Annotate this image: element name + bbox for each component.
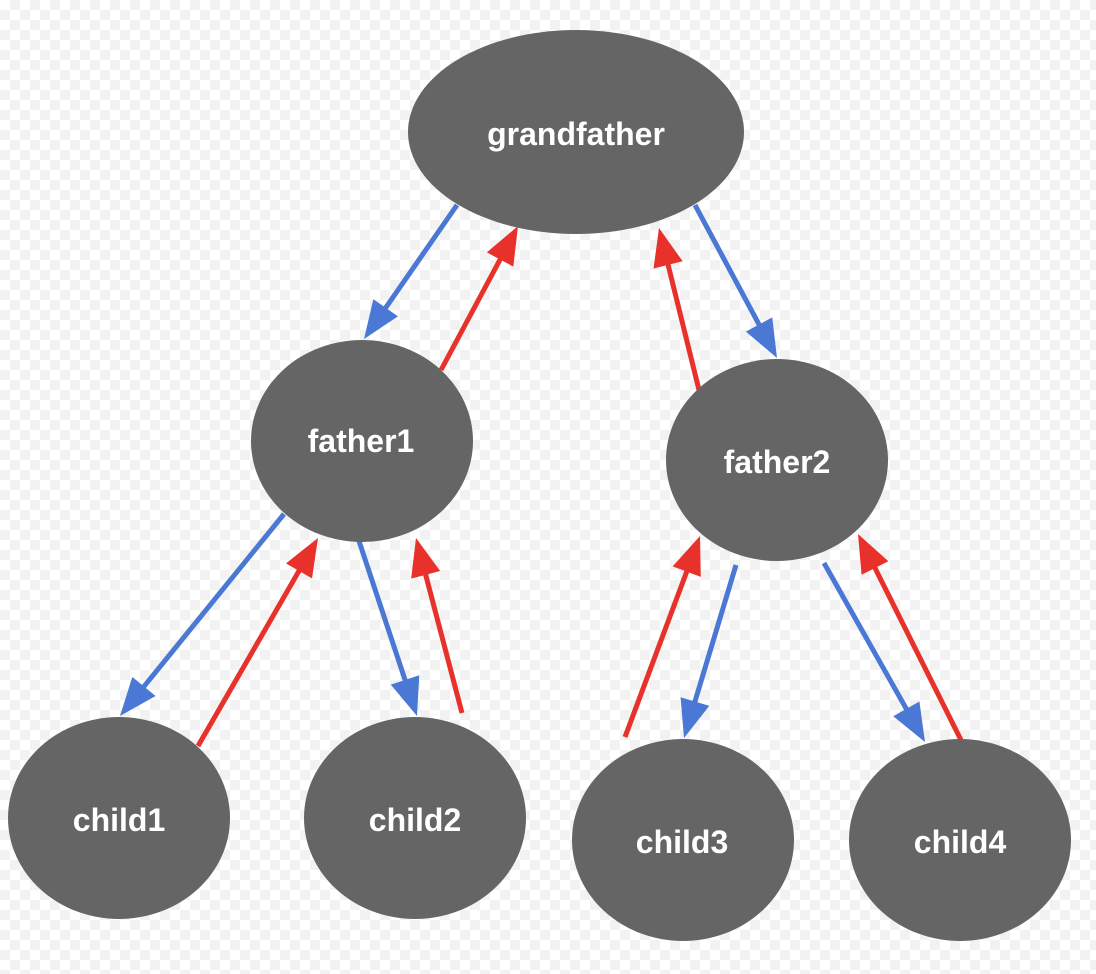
node-child4-label: child4	[914, 824, 1007, 860]
node-father2-label: father2	[724, 444, 831, 480]
arrow-shaft	[195, 567, 303, 748]
arrow-shaft	[438, 256, 504, 372]
node-father2[interactable]: father2	[666, 359, 888, 561]
node-grandfather-shape	[408, 30, 744, 234]
arrow-head	[858, 534, 889, 575]
arrow-father2-to-child3	[680, 564, 739, 738]
node-child3-label: child3	[636, 824, 728, 860]
arrow-head	[486, 226, 518, 267]
arrow-shaft	[140, 512, 286, 690]
node-child1-shape	[8, 717, 230, 919]
node-grandfather[interactable]: grandfather	[408, 30, 744, 234]
arrow-shaft	[356, 540, 409, 683]
arrow-child2-to-father1	[411, 538, 465, 714]
arrow-shaft	[821, 561, 910, 712]
node-child2-label: child2	[369, 802, 461, 838]
node-child2-shape	[304, 717, 526, 919]
node-grandfather-label: grandfather	[487, 116, 665, 152]
arrow-head	[390, 675, 420, 716]
arrow-grandfather-to-father2	[692, 203, 777, 358]
arrow-head	[672, 536, 701, 577]
arrow-head	[893, 701, 925, 742]
arrow-shaft	[665, 262, 702, 391]
node-child3-shape	[572, 739, 794, 941]
arrow-shaft	[622, 568, 690, 738]
arrow-father1-to-child1	[120, 512, 286, 716]
arrow-shaft	[691, 564, 739, 705]
arrow-child4-to-father2	[858, 534, 964, 742]
node-father2-shape	[666, 359, 888, 561]
node-father1[interactable]: father1	[251, 340, 473, 542]
node-child2[interactable]: child2	[304, 717, 526, 919]
arrow-shaft	[871, 565, 964, 742]
node-father1-label: father1	[308, 423, 415, 459]
node-child1-label: child1	[73, 802, 165, 838]
node-father1-shape	[251, 340, 473, 542]
arrow-father2-to-child4	[821, 561, 925, 742]
node-child3[interactable]: child3	[572, 739, 794, 941]
arrow-shaft	[692, 203, 763, 328]
arrow-head	[745, 317, 777, 358]
arrow-head	[364, 299, 398, 339]
arrow-head	[411, 538, 441, 579]
node-child4[interactable]: child4	[849, 739, 1071, 941]
edges-layer	[120, 203, 964, 748]
arrow-head	[680, 697, 710, 738]
node-child4-shape	[849, 739, 1071, 941]
arrow-child1-to-father1	[195, 538, 318, 748]
arrow-father1-to-child2	[356, 540, 420, 716]
arrow-grandfather-to-father1	[364, 203, 460, 339]
arrow-head	[286, 538, 318, 579]
arrow-father2-to-grandfather	[653, 228, 702, 391]
arrow-shaft	[422, 572, 465, 714]
node-child1[interactable]: child1	[8, 717, 230, 919]
arrow-head	[653, 228, 683, 269]
arrow-head	[120, 677, 156, 716]
arrow-child3-to-father2	[622, 536, 701, 738]
arrow-shaft	[382, 203, 460, 311]
arrow-father1-to-grandfather	[438, 226, 518, 372]
